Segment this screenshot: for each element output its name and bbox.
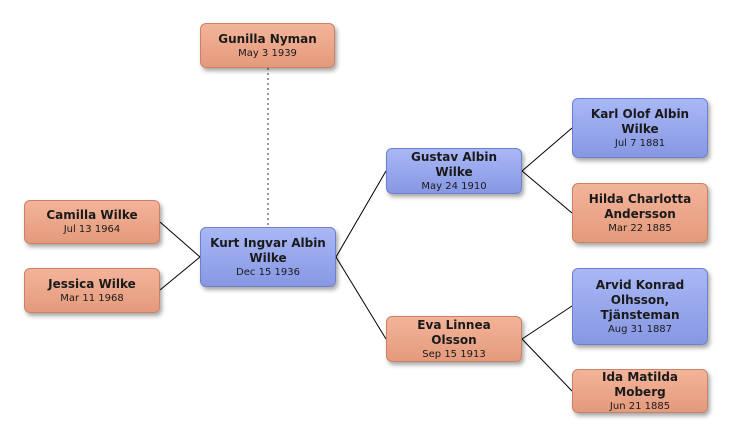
person-card-jessica-wilke[interactable]: Jessica Wilke Mar 11 1968 (24, 268, 160, 313)
person-name: Hilda Charlotta Andersson (588, 191, 692, 221)
parent-connector-father (335, 170, 387, 258)
person-card-eva-linnea-olsson[interactable]: Eva Linnea Olsson Sep 15 1913 (386, 316, 522, 362)
parent-connector-gustav-father (521, 127, 573, 172)
person-birthdate: May 3 1939 (238, 47, 297, 59)
person-birthdate: Mar 11 1968 (60, 292, 124, 304)
person-name: Ida Matilda Moberg (601, 369, 679, 399)
person-birthdate: May 24 1910 (421, 180, 487, 192)
person-name: Kurt Ingvar Albin Wilke (210, 235, 326, 265)
person-card-ida-matilda-moberg[interactable]: Ida Matilda Moberg Jun 21 1885 (572, 369, 708, 413)
person-name: Camilla Wilke (46, 208, 138, 222)
person-card-arvid-konrad-olhsson[interactable]: Arvid Konrad Olhsson, Tjänsteman Aug 31 … (572, 268, 708, 345)
person-name: Karl Olof Albin Wilke (590, 106, 690, 136)
person-name: Gustav Albin Wilke (410, 149, 497, 179)
person-birthdate: Mar 22 1885 (608, 222, 672, 234)
person-birthdate: Jul 7 1881 (614, 137, 666, 149)
person-card-camilla-wilke[interactable]: Camilla Wilke Jul 13 1964 (24, 200, 160, 244)
person-birthdate: Aug 31 1887 (607, 323, 673, 335)
person-name: Gunilla Nyman (218, 31, 317, 46)
person-birthdate: Sep 15 1913 (422, 348, 486, 360)
person-card-gustav-albin-wilke[interactable]: Gustav Albin Wilke May 24 1910 (386, 148, 522, 194)
person-name: Arvid Konrad Olhsson, Tjänsteman (595, 277, 685, 322)
parent-connector-mother (335, 256, 387, 340)
person-birthdate: Dec 15 1936 (236, 266, 300, 278)
person-card-gunilla-nyman[interactable]: Gunilla Nyman May 3 1939 (200, 23, 335, 68)
person-card-hilda-charlotta-andersson[interactable]: Hilda Charlotta Andersson Mar 22 1885 (572, 183, 708, 243)
person-name: Eva Linnea Olsson (417, 317, 491, 347)
child-connector-jessica (159, 256, 201, 291)
person-birthdate: Jul 13 1964 (63, 224, 121, 235)
person-card-kurt-ingvar-albin-wilke[interactable]: Kurt Ingvar Albin Wilke Dec 15 1936 (200, 227, 336, 287)
parent-connector-gustav-mother (521, 170, 573, 214)
person-name: Jessica Wilke (48, 276, 136, 291)
person-birthdate: Jun 21 1885 (609, 400, 671, 412)
parent-connector-eva-mother (521, 338, 573, 392)
child-connector-camilla (159, 221, 201, 258)
parent-connector-eva-father (521, 305, 573, 340)
person-card-karl-olof-albin-wilke[interactable]: Karl Olof Albin Wilke Jul 7 1881 (572, 98, 708, 158)
